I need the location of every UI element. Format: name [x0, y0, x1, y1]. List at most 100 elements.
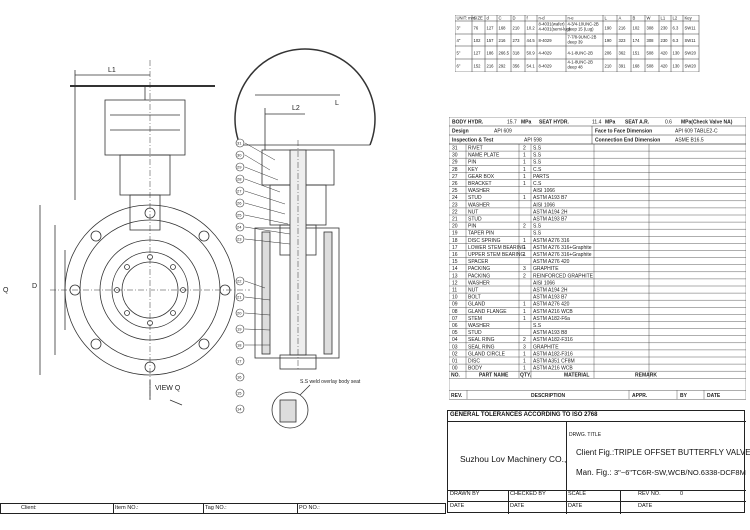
part-material: ASTM A182-F6a — [533, 316, 570, 322]
dim-cell: 391 — [619, 64, 627, 69]
part-qty: 1 — [523, 167, 526, 173]
dim-cell: 8-4029 — [539, 64, 553, 69]
callout-number: 27 — [237, 189, 242, 194]
dim-cell: 4-4031(semi-lug) — [539, 27, 571, 32]
dim-cell: 308 — [647, 26, 655, 31]
part-qty: 3 — [523, 344, 526, 350]
dim-cell: 206 — [605, 51, 613, 56]
callout-number: 20 — [237, 311, 242, 316]
scale-label: SCALE — [568, 491, 587, 497]
part-qty: 1 — [523, 238, 526, 244]
body-hydr-unit: MPa — [521, 120, 532, 126]
callout-bubble — [235, 234, 245, 244]
part-qty: 1 — [523, 309, 526, 315]
seat-hydr-value: 11.4 — [592, 120, 602, 126]
parts-header-material: MATERIAL — [564, 373, 589, 379]
callout-bubbles — [235, 138, 245, 414]
dim-cell: 6.3 — [673, 38, 679, 43]
dim-cell: 323 — [619, 38, 627, 43]
callout-bubble — [235, 324, 245, 334]
ff-value: API 609 TABLE2-C — [675, 129, 718, 135]
part-material: ASTM A182-F316 — [533, 351, 573, 357]
part-name: DISC — [468, 359, 480, 365]
callout-number: 25 — [237, 213, 242, 218]
part-material: S.S — [533, 146, 542, 152]
dim-cell: 168 — [633, 64, 641, 69]
part-qty: 1 — [523, 252, 526, 258]
part-no: 21 — [452, 217, 458, 223]
part-no: 25 — [452, 188, 458, 194]
part-name: BODY — [468, 366, 483, 372]
date-label: DATE — [707, 393, 721, 399]
seat-hydr-unit: MPa — [605, 120, 616, 126]
part-name: NUT — [468, 288, 478, 294]
man-fig-label: Man. Fig.: — [576, 468, 612, 477]
dim-cell: SW11 — [685, 38, 697, 43]
part-no: 01 — [452, 359, 458, 365]
part-material: PARTS — [533, 174, 550, 180]
callout-number: 17 — [237, 359, 242, 364]
dim-cell: 4-1-8UNC-2B — [568, 51, 594, 56]
dim-cell: 190 — [605, 26, 613, 31]
body-hydr-value: 15.7 — [507, 120, 517, 126]
callout-number: 19 — [237, 327, 242, 332]
callout-number: 26 — [237, 201, 242, 206]
part-qty: 1 — [523, 160, 526, 166]
dim-cell: deep 15 (Lug) — [568, 27, 595, 32]
part-qty: 1 — [523, 366, 526, 372]
part-material: ASTM A193 B7 — [533, 295, 567, 301]
dim-cell: 318 — [513, 51, 521, 56]
rev-no-label: REV NO. — [638, 491, 661, 497]
part-material: ASTM A193 B8 — [533, 330, 567, 336]
part-material: AISI 1066 — [533, 280, 555, 286]
part-qty: 2 — [523, 337, 526, 343]
dim-cell: 130 — [673, 51, 681, 56]
part-material: GRAPHITE — [533, 344, 559, 350]
part-no: 29 — [452, 160, 458, 166]
gearbox-front — [104, 99, 186, 156]
part-qty: 1 — [523, 316, 526, 322]
dim-header-cell: D — [513, 16, 516, 21]
callout-bubble — [235, 356, 245, 366]
seat-air-label: SEAT A.R. — [625, 120, 650, 126]
part-qty: 1 — [523, 174, 526, 180]
dim-header-cell: n-e — [568, 16, 575, 21]
body-hydr-label: BODY HYDR. — [452, 120, 484, 126]
dim-cell: 4-4029 — [539, 51, 553, 56]
part-name: SEAL RING — [468, 337, 495, 343]
part-no: 11 — [452, 288, 457, 294]
dim-cell: 186 — [487, 51, 495, 56]
dim-header-cell: W — [647, 16, 651, 21]
footer-bar: Client: Item NO.: Tag NO.: PO NO.: — [0, 503, 446, 514]
callout-bubble — [235, 150, 245, 160]
callout-number: 24 — [237, 225, 242, 230]
part-material: S.S — [533, 160, 542, 166]
part-qty: 1 — [523, 195, 526, 201]
part-name: NAME PLATE — [468, 153, 500, 159]
dim-cell: 230 — [661, 26, 669, 31]
dim-cell: 216 — [487, 64, 495, 69]
part-no: 15 — [452, 259, 458, 265]
date-label-4: DATE — [638, 503, 653, 509]
part-name: PIN — [468, 224, 477, 230]
part-qty: 1 — [523, 245, 526, 251]
design-label: Design — [452, 129, 469, 135]
part-no: 08 — [452, 309, 458, 315]
date-label-2: DATE — [510, 503, 525, 509]
part-material: AISI 1066 — [533, 188, 555, 194]
part-name: NUT — [468, 209, 478, 215]
seat-hydr-label: SEAT HYDR. — [539, 120, 570, 126]
part-material: S.S — [533, 153, 542, 159]
dim-L1-label: L1 — [108, 67, 116, 74]
callout-number: 22 — [237, 279, 242, 284]
dim-header-cell: L — [605, 16, 608, 21]
callout-number: 14 — [237, 407, 242, 412]
man-fig-value: 3"~6"TC6R-SW,WCB/NO.6338-DCF8M — [614, 468, 746, 477]
part-no: 10 — [452, 295, 458, 301]
dim-cell: 50.9 — [527, 51, 536, 56]
parts-header-qty: QTY. — [520, 373, 532, 379]
dim-cell: 230 — [661, 38, 669, 43]
part-material: AISI 1066 — [533, 202, 555, 208]
part-qty: 2 — [523, 224, 526, 230]
part-name: UPPER STEM BEARING — [468, 252, 525, 258]
